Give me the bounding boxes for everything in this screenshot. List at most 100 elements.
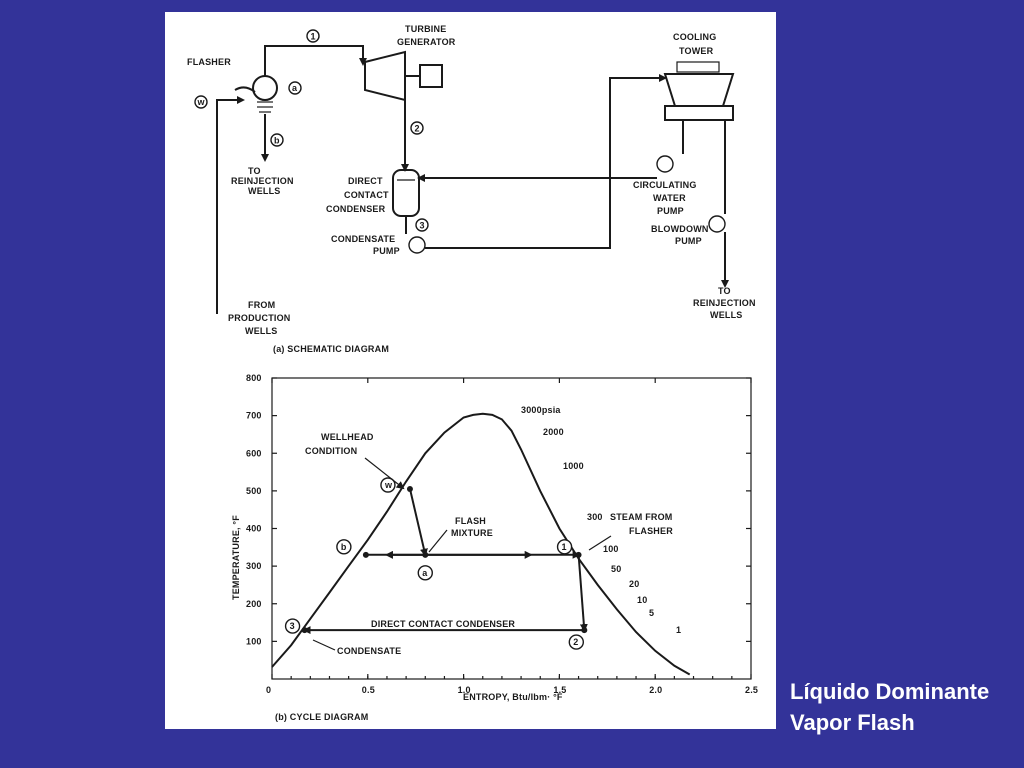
state-point-circle-3 (284, 618, 301, 634)
circulating-pump-label-1: CIRCULATING (633, 180, 697, 190)
y-tick-label: 200 (246, 599, 262, 609)
flash-label-1: FLASH (455, 516, 486, 526)
y-tick-label: 100 (246, 636, 262, 646)
generator-label: GENERATOR (397, 37, 456, 47)
state-point-a (422, 551, 429, 558)
condenser-label-1: DIRECT (348, 176, 383, 186)
flasher-label: FLASHER (187, 57, 231, 67)
condenser-annotation: DIRECT CONTACT CONDENSER (371, 619, 515, 629)
isobar-label-1000: 1000 (563, 461, 584, 471)
reinjection-left-label-2: REINJECTION (231, 176, 294, 186)
caption-line-1: Líquido Dominante (790, 679, 990, 704)
diagram-sheet: 1 a w b 2 3 FLASHER TURBINE GENERATOR CO… (165, 12, 776, 729)
diagram-svg: 1 a w b 2 3 FLASHER TURBINE GENERATOR CO… (187, 24, 758, 722)
axis-ticks: 100 200 300 400 500 600 700 800 0 0.5 1.0 1.5 2.0 2.5 (246, 373, 758, 695)
reinjection-right-label-3: WELLS (710, 310, 743, 320)
blowdown-pump (708, 215, 726, 233)
y-axis-label: TEMPERATURE, °F (231, 515, 241, 600)
point-a-label: a (292, 83, 298, 93)
wellhead-label-1: WELLHEAD (321, 432, 374, 442)
y-tick-label: 600 (246, 448, 262, 458)
state-point-circle-b (336, 539, 352, 555)
flash-pointer (428, 529, 448, 553)
circulating-pump-label-3: PUMP (657, 206, 684, 216)
production-line (216, 96, 245, 314)
x-tick-label: 1.0 (458, 685, 471, 695)
steam-pointer (588, 535, 612, 551)
wellhead-label-2: CONDITION (305, 446, 357, 456)
wellhead-arrow (364, 457, 405, 490)
isobar-label-50: 50 (611, 564, 621, 574)
y-tick-label: 800 (246, 373, 262, 383)
condensate-pump-label-1: CONDENSATE (331, 234, 395, 244)
cycle-caption: (b) CYCLE DIAGRAM (275, 712, 368, 722)
x-tick-label: 0 (266, 685, 271, 695)
cycle-diagram: 100 200 300 400 500 600 700 800 0 0.5 1.0 1.5 2.0 2.5… (231, 373, 758, 722)
reinjection-left-label-1: TO (248, 166, 261, 176)
condensate-pointer (312, 639, 336, 651)
point-3-label: 3 (420, 221, 425, 231)
cooling-label: COOLING (673, 32, 716, 42)
blowdown-label-1: BLOWDOWN (651, 224, 709, 234)
isobar-label-100: 100 (603, 544, 619, 554)
tower-label: TOWER (679, 46, 714, 56)
state-point-w (406, 485, 413, 492)
condenser-label-2: CONTACT (344, 190, 389, 200)
saturation-dome (271, 412, 691, 676)
state-point-label-2: 2 (573, 637, 578, 647)
turbine (364, 50, 406, 102)
x-axis-label: ENTROPY, Btu/lbm· °F (463, 692, 563, 702)
state-point-3 (301, 627, 308, 634)
production-label-1: FROM (248, 300, 275, 310)
caption-line-2: Vapor Flash (790, 710, 915, 735)
y-tick-label: 300 (246, 561, 262, 571)
schematic-diagram: 1 a w b 2 3 FLASHER TURBINE GENERATOR CO… (187, 24, 756, 354)
state-point-circle-a (417, 565, 433, 581)
reinjection-left-label-3: WELLS (248, 186, 281, 196)
line-1-steam (264, 45, 367, 76)
reinjection-right-label-2: REINJECTION (693, 298, 756, 308)
condensate-pump-label-2: PUMP (373, 246, 400, 256)
direct-contact-condenser (392, 169, 420, 217)
x-tick-label: 1.5 (553, 685, 566, 695)
blowdown-label-2: PUMP (675, 236, 702, 246)
steam-label-2: FLASHER (629, 526, 673, 536)
schematic-caption: (a) SCHEMATIC DIAGRAM (273, 344, 389, 354)
state-point-label-3: 3 (290, 621, 295, 631)
isobar-label-2000: 2000 (543, 427, 564, 437)
reinjection-right-label-1: TO (718, 286, 731, 296)
state-point-label-b: b (341, 542, 347, 552)
state-point-label-1: 1 (562, 542, 567, 552)
state-point-1 (575, 551, 582, 558)
condenser-label-3: CONDENSER (326, 204, 386, 214)
cooling-water-line (425, 74, 667, 249)
state-point-circle-1 (556, 539, 573, 555)
turbine-expansion-line (577, 554, 588, 633)
y-tick-label: 400 (246, 524, 262, 534)
flash-label-2: MIXTURE (451, 528, 493, 538)
production-label-2: PRODUCTION (228, 313, 291, 323)
generator (419, 64, 443, 88)
isobar-label-20: 20 (629, 579, 639, 589)
point-b-label: b (274, 136, 280, 146)
isobar-label-10: 10 (637, 595, 647, 605)
state-point-label-a: a (422, 568, 428, 578)
x-tick-label: 2.5 (745, 685, 758, 695)
circulating-water-pump (656, 155, 674, 173)
production-label-3: WELLS (245, 326, 278, 336)
y-tick-label: 500 (246, 486, 262, 496)
turbine-label: TURBINE (405, 24, 446, 34)
isobar-label-5: 5 (649, 608, 654, 618)
x-tick-label: 2.0 (649, 685, 662, 695)
isobar-label-1: 1 (676, 625, 681, 635)
isobar-label-300: 300 (587, 512, 603, 522)
cooling-tower (663, 61, 735, 121)
state-point-b (362, 551, 369, 558)
throttling-line (409, 488, 428, 557)
state-point-2 (581, 627, 588, 634)
x-tick-label: 0.5 (362, 685, 375, 695)
y-tick-label: 700 (246, 411, 262, 421)
point-1-label: 1 (311, 32, 316, 42)
point-2-label: 2 (415, 124, 420, 134)
condensate-annotation: CONDENSATE (337, 646, 401, 656)
